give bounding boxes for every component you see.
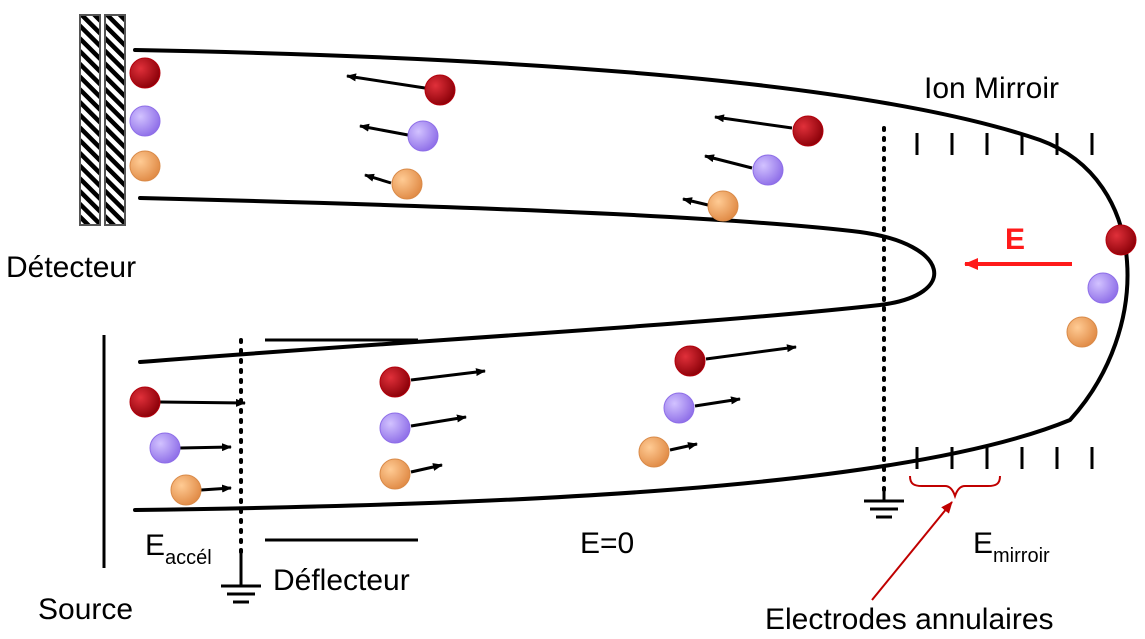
mirror-electrodes-top (915, 133, 1094, 155)
ion-medium (1087, 272, 1119, 304)
ion-heavy (424, 74, 456, 106)
ring-electrodes-label: Electrodes annulaires (765, 603, 1054, 636)
source-label: Source (38, 593, 133, 626)
velocity-arrow (159, 398, 246, 407)
ion-mirror-label: Ion Mirroir (924, 72, 1059, 105)
ion-heavy (674, 345, 706, 377)
detector-plates (79, 14, 126, 226)
ground-symbol-mirror (864, 490, 904, 519)
velocity-arrow (359, 123, 409, 137)
velocity-arrow (705, 344, 797, 361)
ring-electrodes-pointer (871, 501, 953, 601)
mirror-field-label: Emirroir (973, 527, 1050, 567)
ion-heavy (129, 386, 161, 418)
ions-layer (129, 57, 1137, 506)
ion-heavy (792, 115, 824, 147)
ion-light (379, 458, 411, 490)
accel-field-label: Eaccél (145, 529, 212, 569)
ion-heavy (1105, 224, 1137, 256)
ion-trajectory-envelope (133, 48, 1130, 512)
velocity-arrow (410, 463, 443, 474)
deflector-label: Déflecteur (273, 564, 410, 597)
velocity-arrow (714, 114, 793, 130)
velocity-arrow (704, 154, 753, 170)
ion-light (391, 168, 423, 200)
ring-electrodes-bracket (909, 475, 1001, 500)
velocity-arrow (200, 484, 232, 493)
ion-heavy (129, 57, 161, 89)
ion-light (638, 436, 670, 468)
ion-medium (663, 392, 695, 424)
ion-heavy (379, 366, 411, 398)
ion-light (170, 474, 202, 506)
ion-light (1066, 316, 1098, 348)
ground-symbol-accel (221, 552, 261, 604)
velocity-arrow (682, 197, 709, 207)
detector-label: Détecteur (6, 251, 136, 284)
ion-medium (752, 154, 784, 186)
ion-light (129, 150, 161, 182)
field-arrow-label: E (1005, 223, 1025, 256)
velocity-arrow (410, 414, 467, 428)
velocity-arrow (694, 396, 741, 408)
field-free-label: E=0 (580, 527, 634, 560)
velocity-arrow (179, 443, 232, 452)
mirror-electrodes-bottom (915, 447, 1094, 469)
ion-medium (129, 105, 161, 137)
ion-medium (379, 412, 411, 444)
velocity-arrow (410, 368, 486, 382)
velocity-arrow (346, 73, 426, 90)
velocity-arrow (364, 173, 392, 185)
velocity-arrow (669, 442, 698, 452)
ion-medium (407, 120, 439, 152)
ion-medium (149, 432, 181, 464)
ion-light (707, 190, 739, 222)
